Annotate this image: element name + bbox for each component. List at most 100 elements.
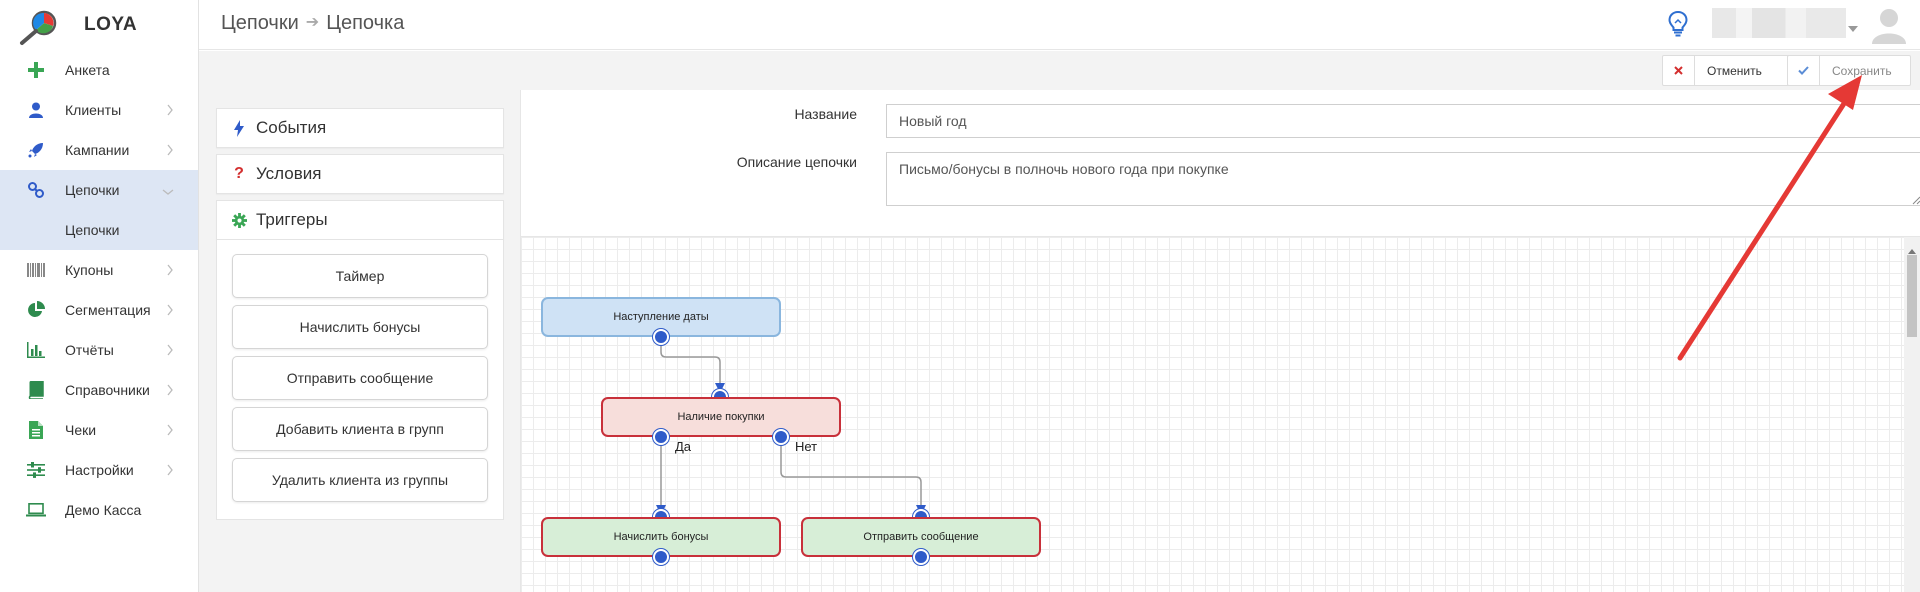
action-toolbar: Отменить Сохранить [199,51,1920,89]
resize-handle-icon[interactable] [1911,192,1920,210]
node-port[interactable] [913,549,929,565]
sidebar-item-label: Купоны [65,262,114,278]
sidebar-item-campaigns[interactable]: Кампании [0,130,198,170]
edge-date-to-purchase [660,337,721,387]
cancel-button[interactable]: Отменить [1662,55,1792,86]
edge-purchase-no [780,437,922,509]
sidebar-item-coupons[interactable]: Купоны [0,250,198,290]
chevron-right-icon [166,263,174,279]
sidebar-subitem-chains[interactable]: Цепочки [0,210,198,250]
question-icon: ? [234,165,244,182]
chevron-right-icon [166,343,174,359]
receipt-icon [26,420,46,440]
edge-label-yes: Да [675,439,692,454]
palette-section-triggers[interactable]: Триггеры [216,200,504,240]
chevron-right-icon [166,463,174,479]
sidebar-item-directories[interactable]: Справочники [0,370,198,410]
trigger-remove-from-group[interactable]: Удалить клиента из группы [232,458,488,502]
sidebar-item-demo-kassa[interactable]: Демо Касса [0,490,198,530]
description-label: Описание цепочки [736,154,857,170]
flow-node-purchase-condition[interactable]: Наличие покупки [601,397,841,437]
save-button-label: Сохранить [1832,63,1892,78]
bar-chart-icon [26,340,46,360]
sidebar-item-label: Справочники [65,382,150,398]
book-icon [26,380,46,400]
lightbulb-icon[interactable] [1668,10,1688,42]
sidebar-item-settings[interactable]: Настройки [0,450,198,490]
sidebar-item-label: Анкета [65,62,110,78]
sidebar-item-label: Чеки [65,422,97,438]
trigger-timer[interactable]: Таймер [232,254,488,298]
caret-down-icon[interactable] [1848,19,1858,37]
sidebar-item-label: Демо Касса [65,502,142,518]
chevron-right-icon [166,303,174,319]
laptop-icon [26,500,46,520]
logo[interactable]: LOYA [0,0,198,50]
node-port[interactable] [653,549,669,565]
node-port[interactable] [653,329,669,345]
palette-section-events[interactable]: События [216,108,504,148]
chevron-right-icon [166,103,174,119]
name-label: Название [794,106,857,122]
avatar[interactable] [1869,4,1909,44]
palette-section-label: Триггеры [256,210,328,229]
node-label: Отправить сообщение [863,531,979,543]
chevron-down-icon [162,183,174,199]
node-label: Наступление даты [613,311,709,323]
pie-chart-icon [26,300,46,320]
palette-section-label: События [256,118,327,137]
palette-section-label: Условия [256,164,322,183]
cancel-button-label: Отменить [1707,63,1762,78]
sliders-icon [26,460,46,480]
sidebar-item-label: Цепочки [65,222,120,238]
flow-canvas[interactable]: Наступление даты Наличие покупки Да Нет … [520,237,1920,592]
arrow-right-icon: ➔ [305,14,320,31]
sidebar-item-receipts[interactable]: Чеки [0,410,198,450]
description-textarea[interactable]: Письмо/бонусы в полночь нового года при … [886,152,1920,206]
bolt-icon [231,119,247,137]
triggers-list: Таймер Начислить бонусы Отправить сообще… [216,240,504,520]
close-icon [1663,56,1695,85]
sidebar-item-segmentation[interactable]: Сегментация [0,290,198,330]
scrollbar-thumb[interactable] [1907,255,1917,337]
plus-icon [26,60,46,80]
rocket-icon [26,140,46,160]
palette-section-conditions[interactable]: ? Условия [216,154,504,194]
trigger-send-message[interactable]: Отправить сообщение [232,356,488,400]
gear-icon [231,212,247,228]
node-port-no[interactable] [773,429,789,445]
chevron-right-icon [166,423,174,439]
trigger-add-bonus[interactable]: Начислить бонусы [232,305,488,349]
chevron-right-icon [166,143,174,159]
sidebar-item-chains[interactable]: Цепочки [0,170,198,210]
name-input[interactable] [886,104,1920,138]
flow-connectors [656,337,926,515]
link-icon [26,180,46,200]
sidebar-item-label: Отчёты [65,342,114,358]
sidebar-item-reports[interactable]: Отчёты [0,330,198,370]
save-button[interactable]: Сохранить [1787,55,1911,86]
logo-icon [14,7,58,45]
check-icon [1788,56,1820,85]
sidebar-item-label: Клиенты [65,102,122,118]
arrow-head-icon [715,383,725,393]
canvas-scrollbar[interactable] [1904,237,1920,592]
node-label: Наличие покупки [677,411,765,423]
sidebar-item-label: Настройки [65,462,134,478]
node-label: Начислить бонусы [613,531,709,543]
chain-form: Название Описание цепочки Письмо/бонусы … [520,90,1920,237]
user-name[interactable] [1712,8,1846,38]
sidebar-item-label: Сегментация [65,302,151,318]
trigger-add-to-group[interactable]: Добавить клиента в групп [232,407,488,451]
edge-label-no: Нет [795,439,818,454]
sidebar-item-clients[interactable]: Клиенты [0,90,198,130]
scroll-up-icon[interactable] [1908,241,1916,259]
node-port-yes[interactable] [653,429,669,445]
sidebar: LOYA Анкета Клиенты Кампании [0,0,199,592]
breadcrumb: Цепочки ➔ Цепочка [221,12,404,35]
breadcrumb-item-chains[interactable]: Цепочки [221,12,299,34]
sidebar-item-anketa[interactable]: Анкета [0,50,198,90]
block-palette: События ? Условия Триггеры Таймер Начисл… [216,108,504,520]
breadcrumb-item-current: Цепочка [326,12,405,34]
logo-text: LOYA [84,14,138,35]
